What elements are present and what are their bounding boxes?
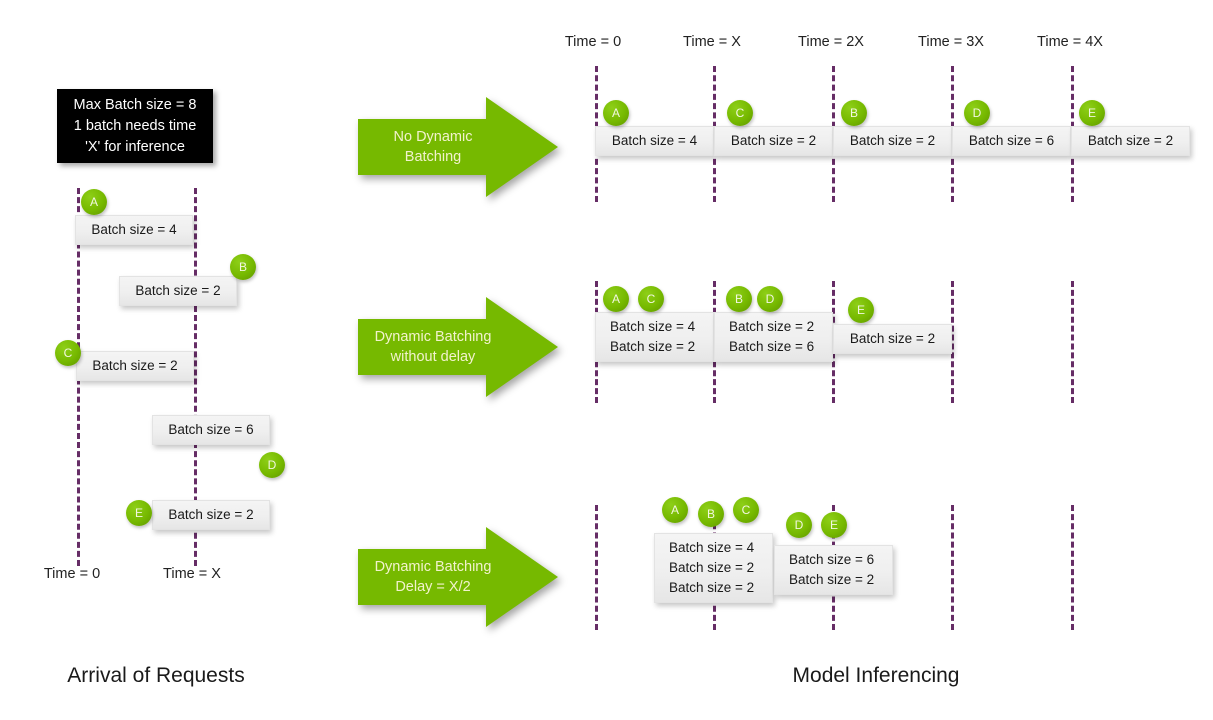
inference-time-label-0: Time = 0 (564, 34, 622, 50)
dynamic-batching-delay-half-x-marker-a: A (662, 497, 688, 523)
dynamic-batching-without-delay-tick-4 (1071, 281, 1074, 403)
dynamic-batching-delay-half-x-tick-4 (1071, 505, 1074, 630)
arrival-time-label-1: Time = X (163, 566, 221, 582)
no-dynamic-batching-batch-box-4: Batch size = 2 (1071, 126, 1190, 156)
no-dynamic-batching-marker-e: E (1079, 100, 1105, 126)
batch-size-label: Batch size = 6 (968, 133, 1055, 148)
no-dynamic-batching-marker-b: B (841, 100, 867, 126)
dynamic-batching-delay-half-x-marker-d: D (786, 512, 812, 538)
inference-time-label-4: Time = 4X (1037, 34, 1103, 50)
max-batch-info-box: Max Batch size = 8 1 batch needs time 'X… (57, 89, 213, 163)
info-line-3: 'X' for inference (85, 139, 185, 155)
batch-size-label: Batch size = 2 (1087, 133, 1174, 148)
inference-time-label-2: Time = 2X (798, 34, 864, 50)
dynamic-batching-delay-half-x-tick-0 (595, 505, 598, 630)
info-line-2: 1 batch needs time (73, 118, 197, 134)
arrival-timeline-1 (194, 188, 197, 566)
dynamic-batching-without-delay-tick-3 (951, 281, 954, 403)
batch-size-label: Batch size = 4 (610, 319, 696, 334)
arrival-request-b-batch-box-0: Batch size = 2 (119, 276, 237, 306)
dynamic-batching-delay-half-x-batch-box-1: Batch size = 6 Batch size = 2 (774, 545, 893, 595)
batch-size-label: Batch size = 2 (849, 331, 936, 346)
dynamic-batching-without-delay-batch-box-2: Batch size = 2 (833, 324, 952, 354)
arrival-time-label-0: Time = 0 (43, 566, 101, 582)
batch-size-label: Batch size = 2 (669, 580, 755, 595)
dynamic-batching-without-delay-marker-e: E (848, 297, 874, 323)
batch-size-label: Batch size = 4 (669, 540, 755, 555)
inference-time-label-3: Time = 3X (918, 34, 984, 50)
dynamic-batching-without-delay-batch-box-1: Batch size = 2 Batch size = 6 (714, 312, 833, 362)
batch-size-label: Batch size = 6 (168, 422, 254, 437)
dynamic-batching-without-delay-batch-box-0: Batch size = 4 Batch size = 2 (595, 312, 714, 362)
batch-size-label: Batch size = 6 (789, 552, 875, 567)
arrival-marker-a: A (81, 189, 107, 215)
dynamic-batching-without-delay-marker-c: C (638, 286, 664, 312)
batch-size-label: Batch size = 2 (610, 339, 696, 354)
arrival-marker-b: B (230, 254, 256, 280)
batch-size-label: Batch size = 2 (729, 319, 815, 334)
batch-size-label: Batch size = 6 (729, 339, 815, 354)
dynamic-batching-delay-half-x-marker-e: E (821, 512, 847, 538)
no-dynamic-batching-marker-a: A (603, 100, 629, 126)
batch-size-label: Batch size = 4 (611, 133, 698, 148)
arrival-request-c-batch-box-0: Batch size = 2 (76, 351, 194, 381)
no-dynamic-batching-marker-d: D (964, 100, 990, 126)
no-dynamic-batching-marker-c: C (727, 100, 753, 126)
right-panel-title: Model Inferencing (792, 664, 960, 687)
inference-time-label-1: Time = X (683, 34, 741, 50)
arrival-marker-e: E (126, 500, 152, 526)
no-dynamic-batching-batch-box-1: Batch size = 2 (714, 126, 833, 156)
arrival-request-a-batch-box-0: Batch size = 4 (75, 215, 193, 245)
batch-size-label: Batch size = 2 (92, 358, 178, 373)
batch-size-label: Batch size = 2 (789, 572, 875, 587)
arrival-marker-d: D (259, 452, 285, 478)
no-dynamic-batching-batch-box-3: Batch size = 6 (952, 126, 1071, 156)
info-line-1: Max Batch size = 8 (73, 97, 197, 113)
no-dynamic-batching-batch-box-0: Batch size = 4 (595, 126, 714, 156)
arrival-marker-c: C (55, 340, 81, 366)
dynamic-batching-without-delay-marker-d: D (757, 286, 783, 312)
dynamic-batching-without-delay-marker-a: A (603, 286, 629, 312)
dynamic-batching-without-delay-marker-b: B (726, 286, 752, 312)
batch-size-label: Batch size = 2 (849, 133, 936, 148)
no-dynamic-batching-batch-box-2: Batch size = 2 (833, 126, 952, 156)
arrow-shape (358, 527, 558, 627)
batch-size-label: Batch size = 4 (91, 222, 177, 237)
left-panel-title: Arrival of Requests (67, 664, 245, 687)
batch-size-label: Batch size = 2 (669, 560, 755, 575)
arrival-request-d-batch-box-0: Batch size = 6 (152, 415, 270, 445)
dynamic-batching-delay-half-x-marker-c: C (733, 497, 759, 523)
arrival-request-e-batch-box-0: Batch size = 2 (152, 500, 270, 530)
arrow-shape (358, 297, 558, 397)
batch-size-label: Batch size = 2 (168, 507, 254, 522)
dynamic-batching-delay-half-x-marker-b: B (698, 501, 724, 527)
dynamic-batching-delay-half-x-tick-3 (951, 505, 954, 630)
dynamic-batching-delay-half-x-batch-box-0: Batch size = 4 Batch size = 2 Batch size =… (654, 533, 773, 603)
arrow-shape (358, 97, 558, 197)
batch-size-label: Batch size = 2 (730, 133, 817, 148)
batch-size-label: Batch size = 2 (135, 283, 221, 298)
